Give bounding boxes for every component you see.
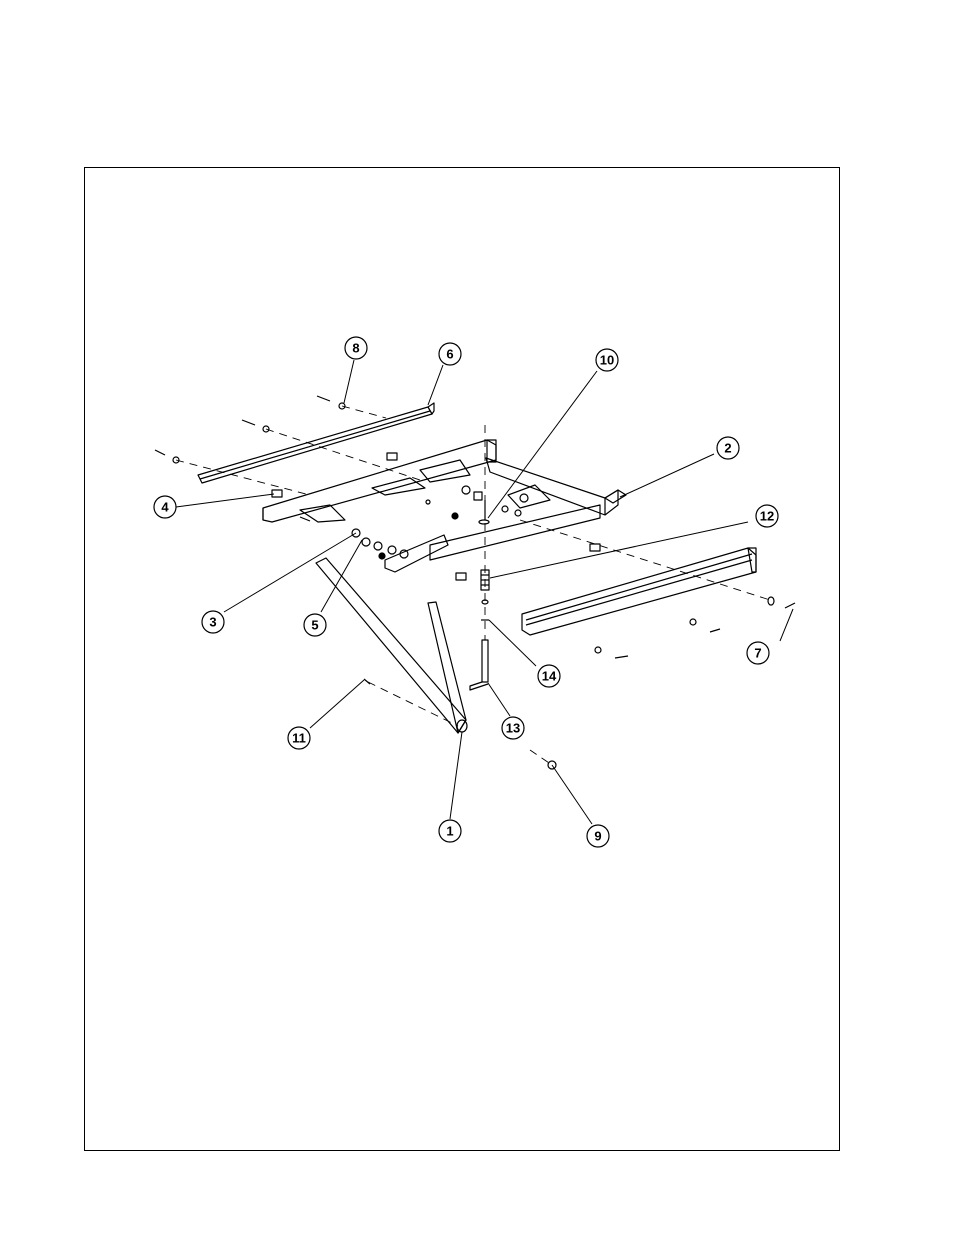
right-side-rail xyxy=(522,548,756,635)
callout-label-8: 8 xyxy=(352,341,359,356)
callout-label-2: 2 xyxy=(724,441,731,456)
main-frame xyxy=(263,440,626,572)
callout-label-7: 7 xyxy=(754,646,761,661)
callout-label-5: 5 xyxy=(311,618,318,633)
callout-label-12: 12 xyxy=(760,509,774,524)
callout-label-10: 10 xyxy=(600,353,614,368)
callout-label-3: 3 xyxy=(209,615,216,630)
callout-label-11: 11 xyxy=(292,731,306,746)
hardware-fasteners xyxy=(155,396,795,769)
callout-label-4: 4 xyxy=(161,500,169,515)
callout-label-13: 13 xyxy=(506,721,520,736)
left-side-rail xyxy=(198,403,434,483)
brace-arm xyxy=(316,558,467,733)
callout-label-1: 1 xyxy=(446,824,453,839)
pin-spring-assembly xyxy=(470,500,489,690)
callout-label-6: 6 xyxy=(446,347,453,362)
callout-label-14: 14 xyxy=(542,669,557,684)
callout-label-9: 9 xyxy=(594,829,601,844)
